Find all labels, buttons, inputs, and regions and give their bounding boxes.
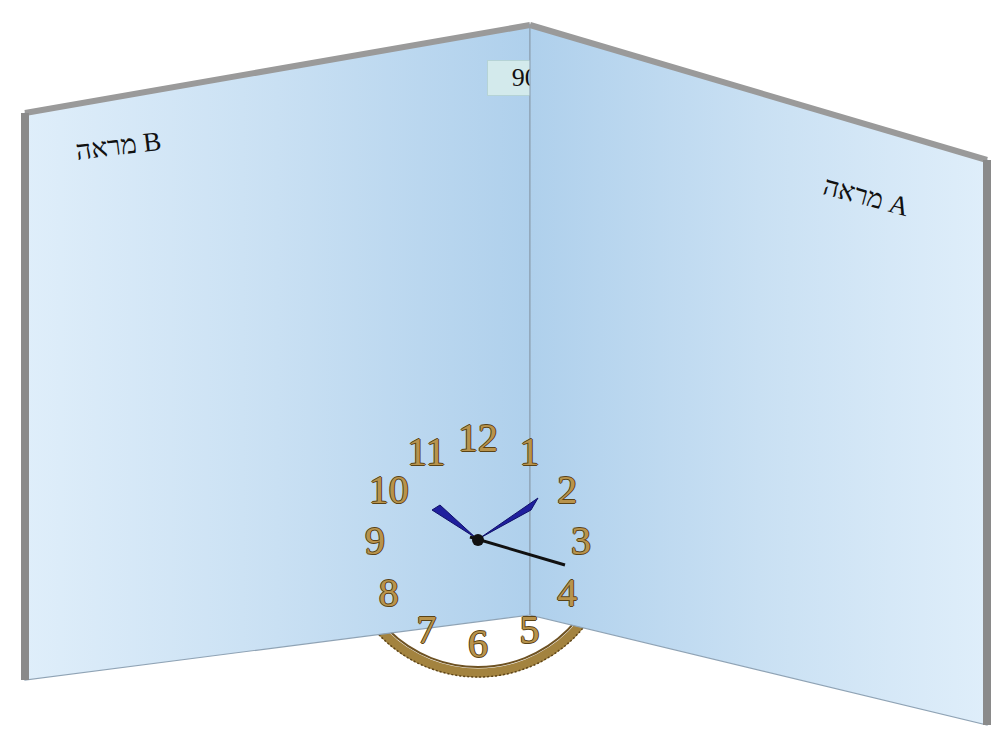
mirror-outline (18, 18, 538, 688)
mirror-panel: מראה A (524, 18, 994, 730)
clock-numeral: 6 (468, 620, 488, 667)
clock-numeral: 2 (557, 465, 577, 512)
clock-numeral: 4 (557, 568, 577, 615)
clock-numeral: 7 (417, 606, 437, 653)
clock-numeral: 11 (407, 427, 446, 474)
clock-numeral: 1 (520, 427, 540, 474)
clock-numeral: 10 (369, 465, 409, 512)
clock-numeral: 3 (571, 517, 591, 564)
mirror-outline (524, 18, 994, 730)
clock-numeral: 8 (379, 568, 399, 615)
clock-numeral: 12 (458, 414, 498, 461)
clock-numeral: 9 (365, 517, 385, 564)
clock-numeral: 5 (520, 606, 540, 653)
mirror-panel: מראה B (18, 18, 538, 688)
